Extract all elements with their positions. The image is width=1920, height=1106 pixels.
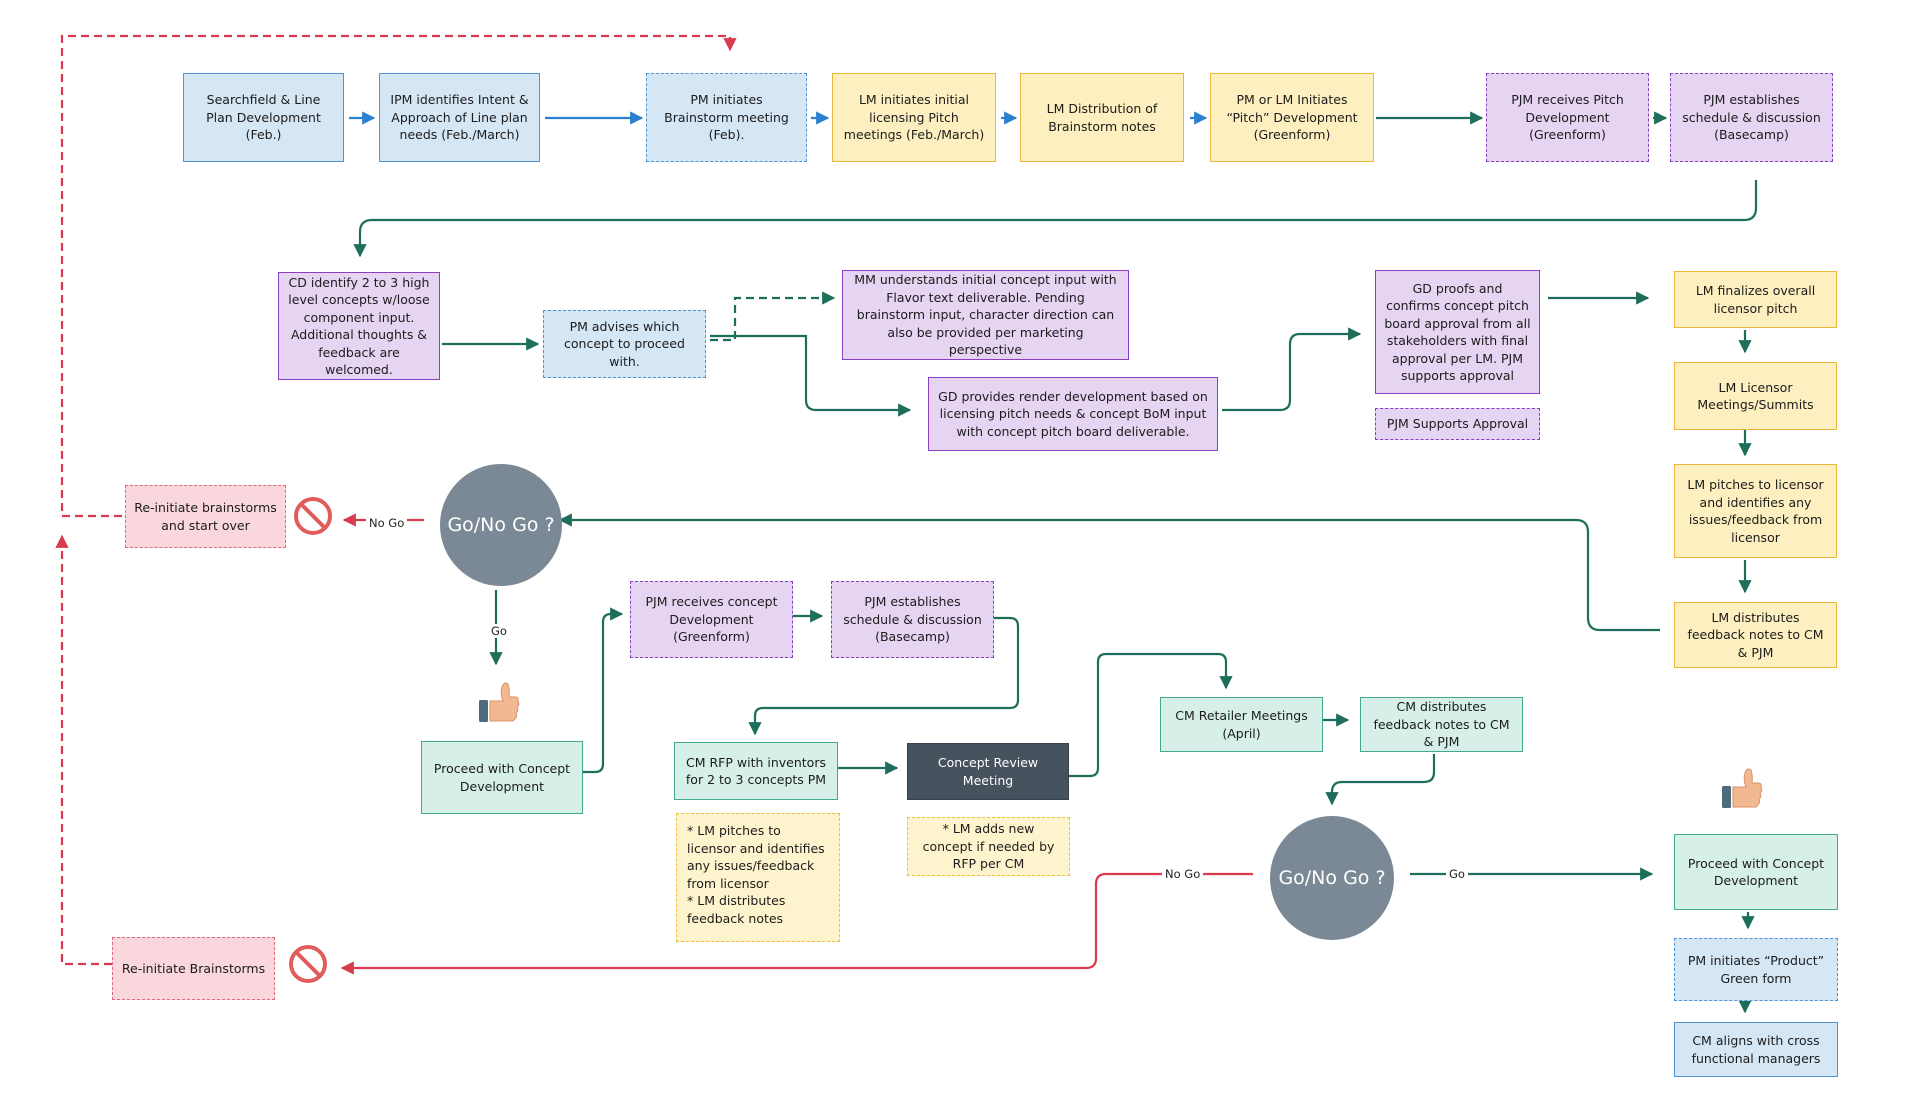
node-pjm-receives-pitch: PJM receives Pitch Development (Greenfor… xyxy=(1486,73,1649,162)
node-cm-distributes: CM distributes feedback notes to CM & PJ… xyxy=(1360,697,1523,752)
node-pm-brainstorm: PM initiates Brainstorm meeting (Feb). xyxy=(646,73,807,162)
edge-label-nogo-1: No Go xyxy=(366,516,408,530)
node-proceed-1: Proceed with Concept Development xyxy=(421,741,583,814)
edge-lmdist-gonogo xyxy=(558,513,1660,632)
edge-label-go-1: Go xyxy=(488,624,510,638)
node-pjm-schedule-1: PJM establishes schedule & discussion (B… xyxy=(1670,73,1833,162)
node-reinitiate-1: Re-initiate brainstorms and start over xyxy=(125,485,286,548)
decision-gonogo-1: Go/No Go ? xyxy=(440,464,562,586)
edge-review-retailer xyxy=(1063,652,1233,778)
node-lm-distributes: LM distributes feedback notes to CM & PJ… xyxy=(1674,602,1837,668)
node-pm-product: PM initiates “Product” Green form xyxy=(1674,938,1838,1001)
node-proceed-2: Proceed with Concept Development xyxy=(1674,834,1838,910)
node-lm-pitches: LM pitches to licensor and identifies an… xyxy=(1674,464,1837,558)
node-gd-render: GD provides render development based on … xyxy=(928,377,1218,451)
edge-label-go-2: Go xyxy=(1446,867,1468,881)
node-lm-pitch: LM initiates initial licensing Pitch mee… xyxy=(832,73,996,162)
decision-gonogo-2: Go/No Go ? xyxy=(1270,816,1394,940)
edge-proceed-pjm xyxy=(582,607,624,774)
note-lm-pitches: * LM pitches to licensor and identifies … xyxy=(676,813,840,942)
thumbs-up-icon xyxy=(479,682,520,722)
node-pjm-supports: PJM Supports Approval xyxy=(1375,408,1540,440)
node-gd-proofs: GD proofs and confirms concept pitch boa… xyxy=(1375,270,1540,394)
node-searchfield: Searchfield & Line Plan Development (Feb… xyxy=(183,73,344,162)
node-cd-identify: CD identify 2 to 3 high level concepts w… xyxy=(278,272,440,380)
node-pm-lm-pitch: PM or LM Initiates “Pitch” Development (… xyxy=(1210,73,1374,162)
no-entry-icon xyxy=(289,945,327,983)
edge-reinit-loop-top xyxy=(60,34,737,518)
edge-label-nogo-2: No Go xyxy=(1162,867,1204,881)
node-pm-advises: PM advises which concept to proceed with… xyxy=(543,310,706,378)
node-lm-meetings: LM Licensor Meetings/Summits xyxy=(1674,362,1837,430)
edge-pmadv-mm xyxy=(710,291,836,342)
node-pjm-receives-concept: PJM receives concept Development (Greenf… xyxy=(630,581,793,658)
node-reinitiate-2: Re-initiate Brainstorms xyxy=(112,937,275,1000)
edge-gd-gdproofs xyxy=(1222,327,1362,412)
thumbs-up-icon xyxy=(1722,768,1763,808)
edge-gonogo2-nogo xyxy=(340,872,1253,975)
node-ipm: IPM identifies Intent & Approach of Line… xyxy=(379,73,540,162)
edge-reinit2-loop xyxy=(55,534,112,966)
node-cm-retailer: CM Retailer Meetings (April) xyxy=(1160,697,1323,752)
edge-pmadv-gd xyxy=(710,334,912,417)
node-cm-aligns: CM aligns with cross functional managers xyxy=(1674,1022,1838,1077)
node-pjm-schedule-2: PJM establishes schedule & discussion (B… xyxy=(831,581,994,658)
node-lm-distribution: LM Distribution of Brainstorm notes xyxy=(1020,73,1184,162)
node-lm-finalizes: LM finalizes overall licensor pitch xyxy=(1674,271,1837,328)
node-cm-rfp: CM RFP with inventors for 2 to 3 concept… xyxy=(674,742,838,800)
edge-pjm-cd xyxy=(353,180,1758,258)
node-concept-review: Concept Review Meeting xyxy=(907,743,1069,800)
edge-cmdist-gonogo2 xyxy=(1325,754,1436,806)
note-lm-adds: * LM adds new concept if needed by RFP p… xyxy=(907,817,1070,876)
no-entry-icon xyxy=(294,497,332,535)
node-mm-understands: MM understands initial concept input wit… xyxy=(842,270,1129,360)
edge-pjm2-cmrfp xyxy=(748,616,1020,736)
